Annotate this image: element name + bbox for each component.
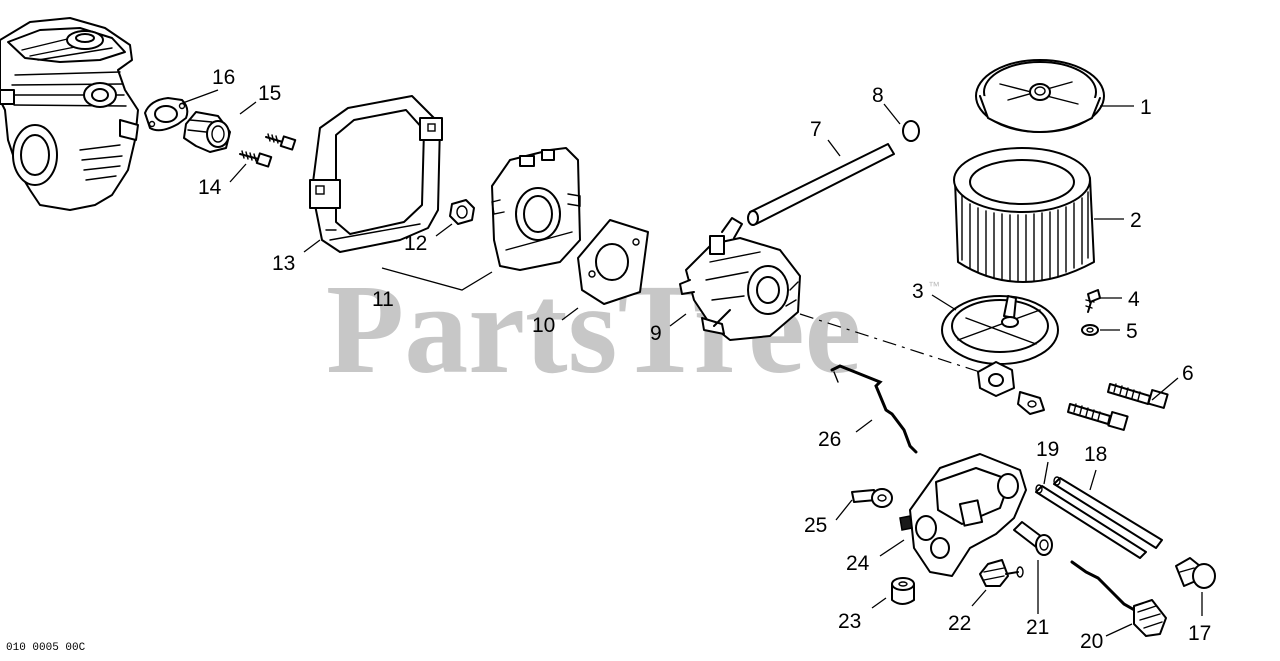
callout-8: 8 xyxy=(872,84,884,107)
callout-16: 16 xyxy=(212,66,235,89)
part-4-screw xyxy=(1085,289,1101,313)
callout-13: 13 xyxy=(272,252,295,275)
part-17-primer-bulb xyxy=(1175,557,1216,589)
callout-9: 9 xyxy=(650,322,662,345)
part-21-sleeve xyxy=(1013,521,1053,556)
part-5-washer xyxy=(1081,324,1099,336)
callout-10: 10 xyxy=(532,314,555,337)
callout-6: 6 xyxy=(1182,362,1194,385)
callout-17: 17 xyxy=(1188,622,1211,645)
callout-26: 26 xyxy=(818,428,841,451)
callout-12: 12 xyxy=(404,232,427,255)
callout-19: 19 xyxy=(1036,438,1059,461)
callout-4: 4 xyxy=(1128,288,1140,311)
callout-11: 11 xyxy=(372,288,394,311)
callout-14: 14 xyxy=(198,176,222,199)
part-13-frame xyxy=(309,95,443,253)
callout-25: 25 xyxy=(804,514,827,537)
filter-pleats xyxy=(961,191,1089,283)
callout-1: 1 xyxy=(1140,96,1152,119)
part-7-tube xyxy=(747,143,895,226)
callout-5: 5 xyxy=(1126,320,1138,343)
part-14-screws xyxy=(239,133,297,168)
callout-3: 3 xyxy=(912,280,924,303)
part-24-bracket xyxy=(899,453,1027,577)
callout-23: 23 xyxy=(838,610,861,633)
leader-lines xyxy=(179,89,1203,637)
callout-24: 24 xyxy=(846,552,870,575)
part-10-gasket xyxy=(577,219,649,305)
callout-22: 22 xyxy=(948,612,971,635)
part-23-grommet xyxy=(891,577,915,605)
callout-20: 20 xyxy=(1080,630,1103,653)
part-3-filter-base xyxy=(941,295,1059,415)
part-9-carburetor xyxy=(679,217,801,341)
part-25-clip xyxy=(851,488,893,508)
part-22-valve xyxy=(979,559,1024,587)
callout-2: 2 xyxy=(1130,209,1142,232)
callout-labels: 1 2 3 4 5 6 7 8 9 10 11 12 13 14 15 16 1… xyxy=(198,66,1211,653)
part-15-intake-manifold xyxy=(183,111,231,153)
part-12-nut xyxy=(449,199,475,225)
part-8-oring xyxy=(902,120,920,142)
part-11-adapter xyxy=(491,147,581,271)
callout-21: 21 xyxy=(1026,616,1049,639)
engine-cylinder xyxy=(0,17,139,211)
part-18-19-hoses xyxy=(1035,476,1163,559)
callout-7: 7 xyxy=(810,118,822,141)
watermark-trademark: ™ xyxy=(928,279,940,293)
part-6-screws xyxy=(1067,383,1169,431)
part-1-filter-cover xyxy=(975,59,1105,133)
part-26-link-rod xyxy=(830,364,918,454)
part-2-filter-element xyxy=(953,147,1095,283)
assembly-center-line xyxy=(799,313,981,373)
callout-15: 15 xyxy=(258,82,281,105)
part-20-fuel-pickup xyxy=(1070,560,1167,637)
part-16-gasket xyxy=(144,97,189,132)
callout-18: 18 xyxy=(1084,443,1107,466)
diagram-code: 010 0005 00C xyxy=(6,642,86,654)
